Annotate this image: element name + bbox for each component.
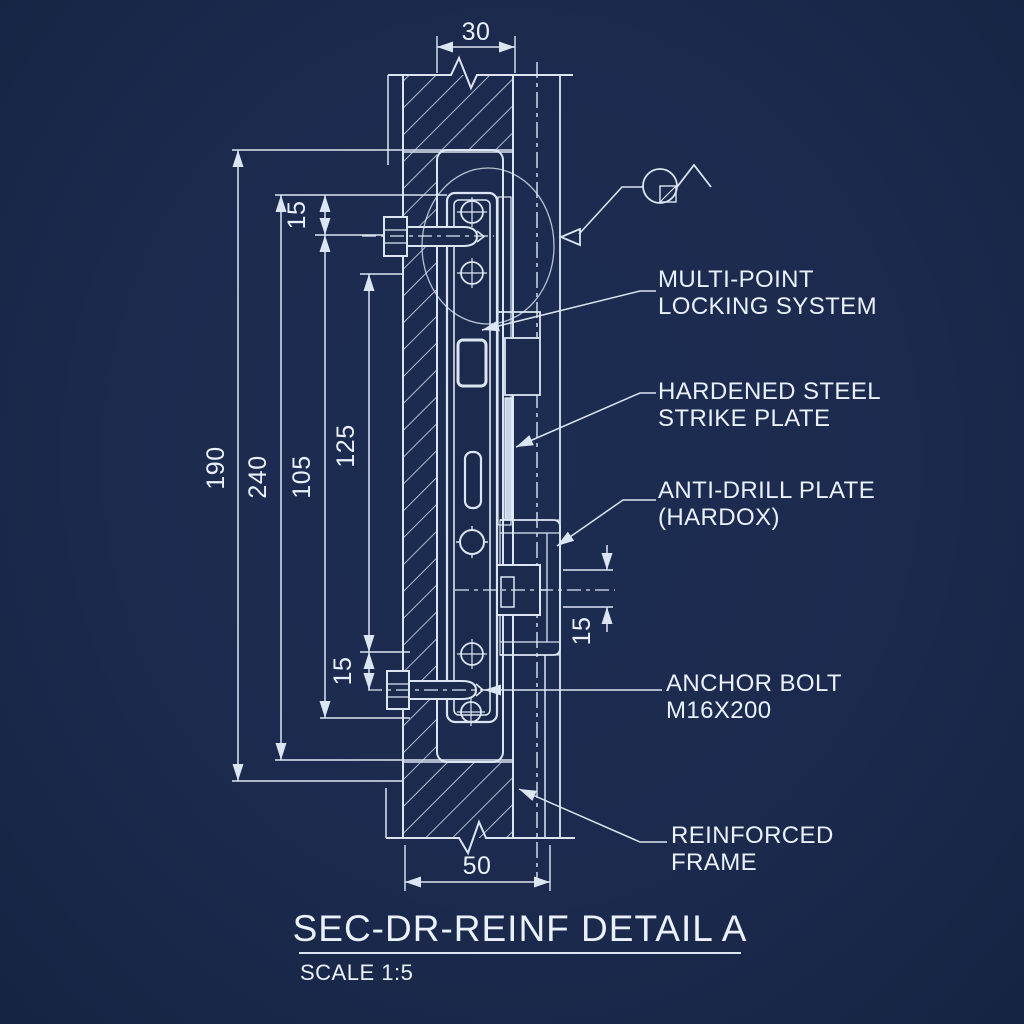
follower-hole <box>456 338 488 388</box>
callout-multi-point: MULTI-POINT LOCKING SYSTEM <box>658 266 877 320</box>
leader-arrow-multi-point <box>482 320 500 332</box>
dimension-30: 30 <box>436 18 516 73</box>
leader-arrow-anti-drill <box>557 531 575 546</box>
dimension-105: 105 <box>288 195 331 718</box>
title-block: SEC-DR-REINF DETAIL A SCALE 1:5 <box>293 908 748 985</box>
callout-anchor-line2: M16X200 <box>666 697 772 724</box>
top-break-line <box>388 55 573 91</box>
top-anchor-bolt <box>362 216 494 257</box>
callout-anchor-line1: ANCHOR BOLT <box>666 670 842 697</box>
dim-15-top-label: 15 <box>283 201 311 230</box>
lock-body <box>445 191 499 726</box>
leader-arrow-anchor-bolt <box>484 684 501 696</box>
lock-slot <box>463 450 483 510</box>
wall-hatch-left-strip <box>403 152 437 762</box>
anti-drill-plate <box>499 519 561 656</box>
dimension-15-bottom: 15 <box>329 652 375 690</box>
dimension-190: 190 <box>202 150 244 781</box>
callout-anchor-bolt: ANCHOR BOLT M16X200 <box>666 670 842 724</box>
callout-strike-line1: HARDENED STEEL <box>658 378 881 405</box>
callout-frame-line2: FRAME <box>671 849 757 876</box>
dimension-15-top: 15 <box>283 195 331 235</box>
dimension-50: 50 <box>404 845 551 891</box>
bottom-break-line <box>386 819 575 856</box>
callout-frame-line1: REINFORCED <box>671 822 834 849</box>
detail-circle <box>421 167 555 325</box>
wall-hatch-top <box>403 75 513 152</box>
callout-reinforced-frame: REINFORCED FRAME <box>671 822 834 876</box>
wall-hatch-bottom <box>403 762 513 838</box>
leader-arrow-strike <box>516 435 534 447</box>
dim-15-bottom-label: 15 <box>329 657 357 686</box>
callout-leaders <box>481 290 667 843</box>
drawing-title: SEC-DR-REINF DETAIL A <box>293 908 748 949</box>
screw-hole-lower <box>457 639 487 669</box>
dim-30-label: 30 <box>462 18 491 46</box>
deadbolt <box>455 564 615 616</box>
door-leaf-lines <box>544 75 561 838</box>
callout-multi-point-line1: MULTI-POINT <box>658 266 814 293</box>
callout-strike-plate: HARDENED STEEL STRIKE PLATE <box>658 378 881 432</box>
dimension-extension-lines <box>232 149 513 782</box>
dimension-240: 240 <box>244 195 287 760</box>
dim-240-label: 240 <box>244 455 272 498</box>
wall-hatching <box>403 75 513 838</box>
cylinder-hole <box>456 526 488 558</box>
callout-anti-drill-line1: ANTI-DRILL PLATE <box>658 477 875 504</box>
screw-hole-upper <box>457 258 487 288</box>
callout-strike-line2: STRIKE PLATE <box>658 405 830 432</box>
screw-hole-top <box>457 197 487 227</box>
dim-105-label: 105 <box>288 455 316 498</box>
callout-anti-drill: ANTI-DRILL PLATE (HARDOX) <box>658 477 875 531</box>
finish-peak-icon <box>676 163 712 188</box>
callout-anti-drill-line2: (HARDOX) <box>658 504 780 531</box>
bottom-anchor-bolt <box>368 670 500 710</box>
screw-hole-bottom <box>457 698 485 726</box>
dimension-125: 125 <box>332 274 375 690</box>
drawing-scale: SCALE 1:5 <box>300 960 413 985</box>
dim-125-label: 125 <box>332 424 360 467</box>
dim-50-label: 50 <box>463 852 492 880</box>
finish-leader-arrow-icon <box>558 227 581 247</box>
dim-190-label: 190 <box>202 446 230 489</box>
callout-multi-point-line2: LOCKING SYSTEM <box>658 293 877 320</box>
surface-finish-symbol <box>558 163 712 247</box>
dim-15-deadbolt-label: 15 <box>568 617 596 646</box>
leader-arrow-frame <box>519 789 537 801</box>
dimension-15-deadbolt: 15 <box>563 545 613 645</box>
latch-box <box>497 311 541 396</box>
